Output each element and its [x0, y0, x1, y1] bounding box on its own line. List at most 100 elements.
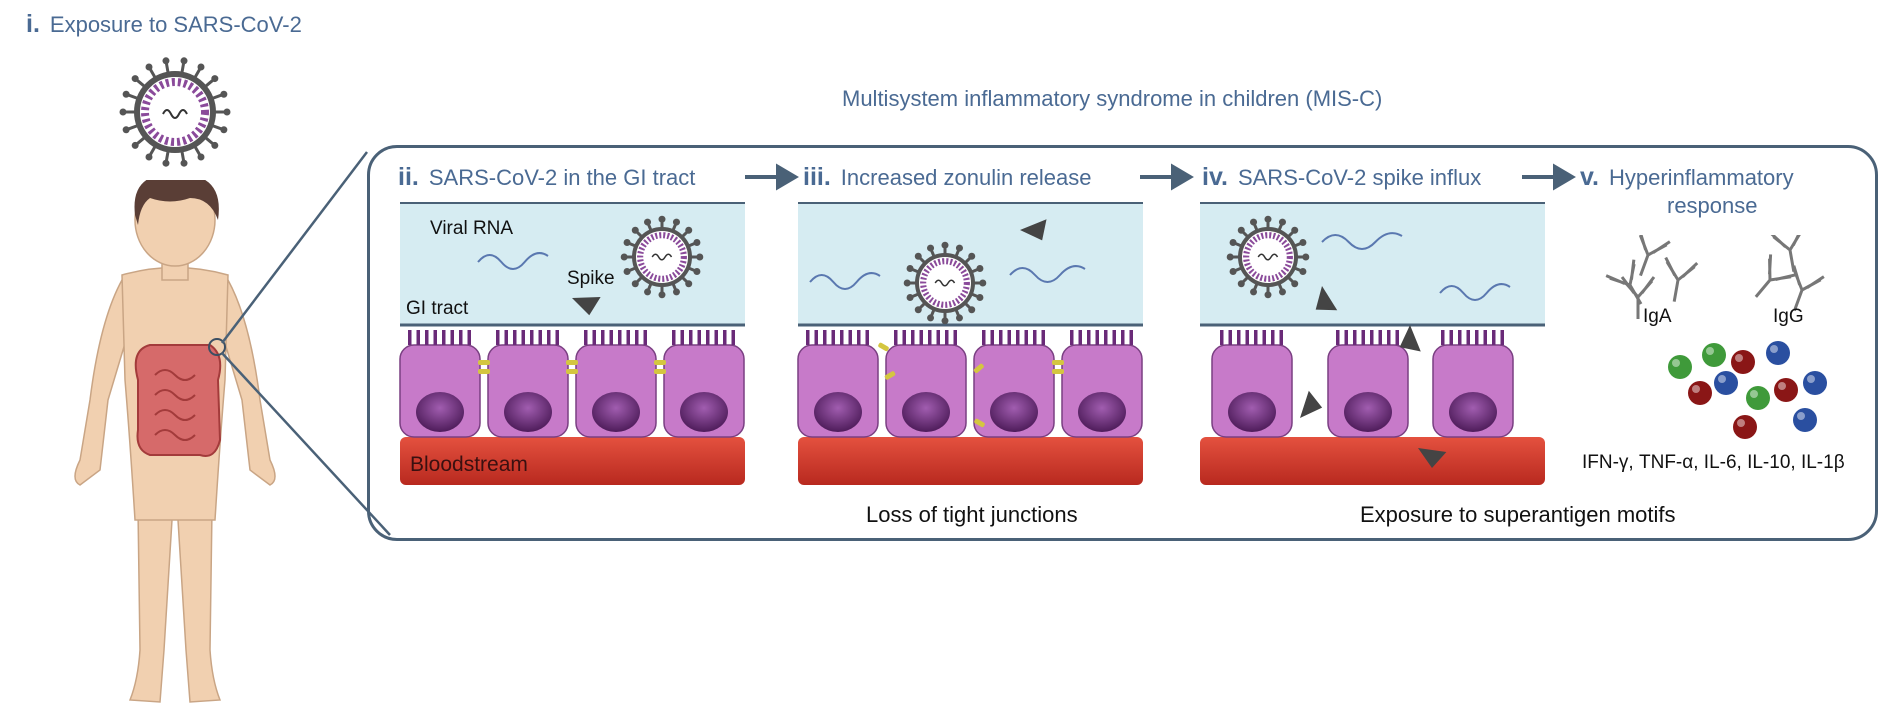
- microvillus: [1336, 330, 1340, 345]
- released-junction-protein: [884, 371, 896, 380]
- panel-iv-heading: iv.SARS-CoV-2 spike influx: [1202, 163, 1482, 191]
- microvillus: [1449, 330, 1453, 345]
- microvillus: [555, 330, 559, 345]
- microvillus: [928, 330, 932, 345]
- bloodstream: [798, 437, 1143, 485]
- spike-protein-icon: [1300, 390, 1323, 418]
- cytokines-label: IFN-γ, TNF-α, IL-6, IL-10, IL-1β: [1582, 452, 1845, 473]
- microvillus: [1220, 330, 1224, 345]
- spike-protein-icon: [1315, 286, 1338, 311]
- antibody-icon: [1620, 276, 1656, 319]
- microvillus: [601, 330, 605, 345]
- microvillus: [1078, 330, 1082, 345]
- microvillus: [911, 330, 915, 345]
- tight-junction: [566, 369, 578, 374]
- microvillus: [1104, 330, 1108, 345]
- microvillus: [714, 330, 718, 345]
- cytokine-icon: [1793, 408, 1817, 432]
- spike-protein-icon: [1399, 325, 1421, 352]
- microvillus: [945, 330, 949, 345]
- microvillus: [1483, 330, 1487, 345]
- microvillus: [697, 330, 701, 345]
- microvillus: [496, 330, 500, 345]
- microvillus: [1500, 330, 1504, 345]
- microvillus: [1441, 330, 1445, 345]
- tissue-panel-3: [797, 202, 1143, 485]
- microvillus: [1475, 330, 1479, 345]
- microvillus: [1370, 330, 1374, 345]
- microvillus: [1271, 330, 1275, 345]
- panel-iii-heading: iii.Increased zonulin release: [803, 163, 1092, 191]
- microvillus: [723, 330, 727, 345]
- microvillus: [609, 330, 613, 345]
- microvillus: [1466, 330, 1470, 345]
- antibody-icon: [1769, 235, 1804, 272]
- nucleus: [1228, 392, 1276, 432]
- tight-junction: [654, 360, 666, 365]
- microvillus: [416, 330, 420, 345]
- microvillus: [1228, 330, 1232, 345]
- microvillus: [1492, 330, 1496, 345]
- tissue-panel-2: [399, 202, 745, 485]
- microvillus: [504, 330, 508, 345]
- microvillus: [450, 330, 454, 345]
- microvillus: [1262, 330, 1266, 345]
- nucleus: [990, 392, 1038, 432]
- arrow-icon: [1553, 163, 1576, 191]
- mis-c-title: Multisystem inflammatory syndrome in chi…: [842, 86, 1383, 111]
- microvillus: [982, 330, 986, 345]
- microvillus: [990, 330, 994, 345]
- virus-icon: [1226, 215, 1310, 299]
- microvillus: [1024, 330, 1028, 345]
- bloodstream-label: Bloodstream: [410, 453, 528, 476]
- viral-rna-icon: [1321, 232, 1403, 250]
- microvillus: [706, 330, 710, 345]
- microvillus: [425, 330, 429, 345]
- microvillus: [680, 330, 684, 345]
- microvillus: [1344, 330, 1348, 345]
- microvillus: [1095, 330, 1099, 345]
- spike-protein-icon: [572, 296, 601, 316]
- cytokine-icon: [1733, 415, 1757, 439]
- microvillus: [1070, 330, 1074, 345]
- microvillus: [902, 330, 906, 345]
- microvillus: [408, 330, 412, 345]
- released-junction-protein: [878, 342, 889, 352]
- microvillus: [459, 330, 463, 345]
- nucleus: [814, 392, 862, 432]
- mis-c-panel: [367, 145, 1878, 541]
- microvillus: [1378, 330, 1382, 345]
- panel-ii-contents: [477, 215, 704, 316]
- microvillus: [1087, 330, 1091, 345]
- cytokine-icon: [1803, 371, 1827, 395]
- microvillus: [1129, 330, 1133, 345]
- nucleus: [416, 392, 464, 432]
- microvillus: [1387, 330, 1391, 345]
- microvillus: [731, 330, 735, 345]
- bloodstream: [400, 437, 745, 485]
- microvillus: [999, 330, 1003, 345]
- antibody-icon: [1638, 235, 1671, 277]
- microvillus: [643, 330, 647, 345]
- microvillus: [547, 330, 551, 345]
- microvillus: [442, 330, 446, 345]
- microvillus: [848, 330, 852, 345]
- microvillus: [814, 330, 818, 345]
- microvillus: [1361, 330, 1365, 345]
- nucleus: [1078, 392, 1126, 432]
- microvillus: [894, 330, 898, 345]
- microvillus: [1254, 330, 1258, 345]
- nucleus: [680, 392, 728, 432]
- arrow-icon: [776, 163, 799, 191]
- iga-label: IgA: [1643, 306, 1672, 327]
- nucleus: [1449, 392, 1497, 432]
- tight-junction: [566, 360, 578, 365]
- viral-rna-label: Viral RNA: [430, 218, 514, 239]
- spike-protein-icon: [1418, 448, 1447, 468]
- antibody-icon: [1792, 265, 1825, 312]
- microvillus: [433, 330, 437, 345]
- tight-junction: [1052, 360, 1064, 365]
- microvillus: [672, 330, 676, 345]
- viral-rna-icon: [1009, 265, 1086, 283]
